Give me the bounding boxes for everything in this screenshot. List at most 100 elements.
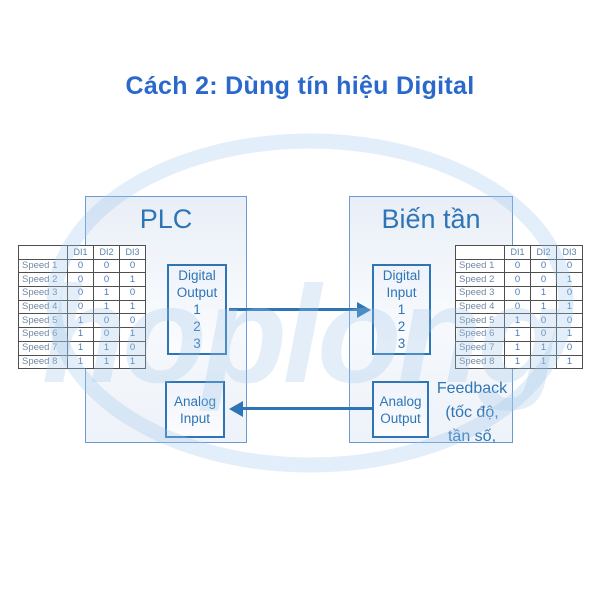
di-value-cell: 0 <box>556 286 583 301</box>
di-value-cell: 0 <box>93 258 120 274</box>
di-value-cell: 1 <box>67 327 94 342</box>
di-value-cell: 1 <box>504 340 531 356</box>
analog-feedback-line <box>243 407 372 410</box>
speed-label-cell: Speed 1 <box>18 258 68 274</box>
di-value-cell: 0 <box>504 272 531 288</box>
di-value-cell: 0 <box>67 258 94 274</box>
di-value-cell: 1 <box>119 299 146 315</box>
table-corner-cell <box>455 245 505 260</box>
speed-label-cell: Speed 8 <box>18 354 68 370</box>
di-value-cell: 1 <box>530 354 557 370</box>
digital-output-label: Digital Output 1 2 3 <box>176 268 218 351</box>
di-value-cell: 1 <box>504 354 531 370</box>
speed-label-cell: Speed 6 <box>18 327 68 342</box>
digital-signal-line <box>229 308 359 311</box>
speed-label-cell: Speed 2 <box>455 272 505 288</box>
di-value-cell: 0 <box>119 313 146 329</box>
table-header-cell: DI1 <box>67 245 94 260</box>
speed-label-cell: Speed 5 <box>18 313 68 329</box>
speed-label-cell: Speed 4 <box>455 299 505 315</box>
table-header-cell: DI2 <box>530 245 557 260</box>
arrow-left-icon <box>229 400 243 417</box>
di-value-cell: 1 <box>530 299 557 315</box>
arrow-right-icon <box>357 301 371 318</box>
speed-label-cell: Speed 5 <box>455 313 505 329</box>
speed-label-cell: Speed 6 <box>455 327 505 342</box>
di-value-cell: 1 <box>93 299 120 315</box>
table-header-cell: DI3 <box>119 245 146 260</box>
di-value-cell: 0 <box>119 286 146 301</box>
speed-label-cell: Speed 7 <box>18 340 68 356</box>
di-value-cell: 0 <box>119 340 146 356</box>
analog-input-box: Analog Input <box>165 381 225 438</box>
speed-label-cell: Speed 8 <box>455 354 505 370</box>
di-value-cell: 1 <box>556 327 583 342</box>
speed-label-cell: Speed 1 <box>455 258 505 274</box>
di-value-cell: 1 <box>530 286 557 301</box>
speed-label-cell: Speed 3 <box>455 286 505 301</box>
table-header-cell: DI2 <box>93 245 120 260</box>
speed-label-cell: Speed 7 <box>455 340 505 356</box>
di-value-cell: 1 <box>556 272 583 288</box>
di-value-cell: 0 <box>530 272 557 288</box>
di-value-cell: 0 <box>67 286 94 301</box>
page-title: Cách 2: Dùng tín hiệu Digital <box>125 72 475 100</box>
di-value-cell: 1 <box>67 354 94 370</box>
di-value-cell: 0 <box>67 299 94 315</box>
di-value-cell: 1 <box>556 299 583 315</box>
di-value-cell: 1 <box>504 313 531 329</box>
di-value-cell: 0 <box>93 272 120 288</box>
speed-label-cell: Speed 3 <box>18 286 68 301</box>
analog-input-label: Analog Input <box>173 393 217 426</box>
di-value-cell: 1 <box>93 340 120 356</box>
di-value-cell: 0 <box>93 313 120 329</box>
di-value-cell: 1 <box>93 286 120 301</box>
analog-output-label: Analog Output <box>379 393 422 426</box>
digital-input-box: Digital Input 1 2 3 <box>372 264 431 355</box>
di-value-cell: 0 <box>119 258 146 274</box>
di-value-cell: 1 <box>556 354 583 370</box>
di-value-cell: 0 <box>530 313 557 329</box>
table-corner-cell <box>18 245 68 260</box>
di-value-cell: 0 <box>504 299 531 315</box>
table-header-cell: DI1 <box>504 245 531 260</box>
di-value-cell: 0 <box>530 258 557 274</box>
di-value-cell: 1 <box>67 313 94 329</box>
di-value-cell: 1 <box>530 340 557 356</box>
inverter-label: Biến tần <box>381 204 481 234</box>
di-value-cell: 0 <box>504 258 531 274</box>
di-value-cell: 0 <box>556 313 583 329</box>
di-value-cell: 0 <box>504 286 531 301</box>
di-value-cell: 0 <box>556 258 583 274</box>
digital-output-box: Digital Output 1 2 3 <box>167 264 227 355</box>
speed-label-cell: Speed 4 <box>18 299 68 315</box>
di-value-cell: 1 <box>119 327 146 342</box>
speed-label-cell: Speed 2 <box>18 272 68 288</box>
di-value-cell: 0 <box>67 272 94 288</box>
analog-output-box: Analog Output <box>372 381 429 438</box>
plc-label: PLC <box>139 204 193 234</box>
di-value-cell: 1 <box>504 327 531 342</box>
di-value-cell: 1 <box>67 340 94 356</box>
di-value-cell: 0 <box>556 340 583 356</box>
di-value-cell: 1 <box>93 354 120 370</box>
digital-input-label: Digital Input 1 2 3 <box>382 268 421 351</box>
di-value-cell: 1 <box>119 272 146 288</box>
